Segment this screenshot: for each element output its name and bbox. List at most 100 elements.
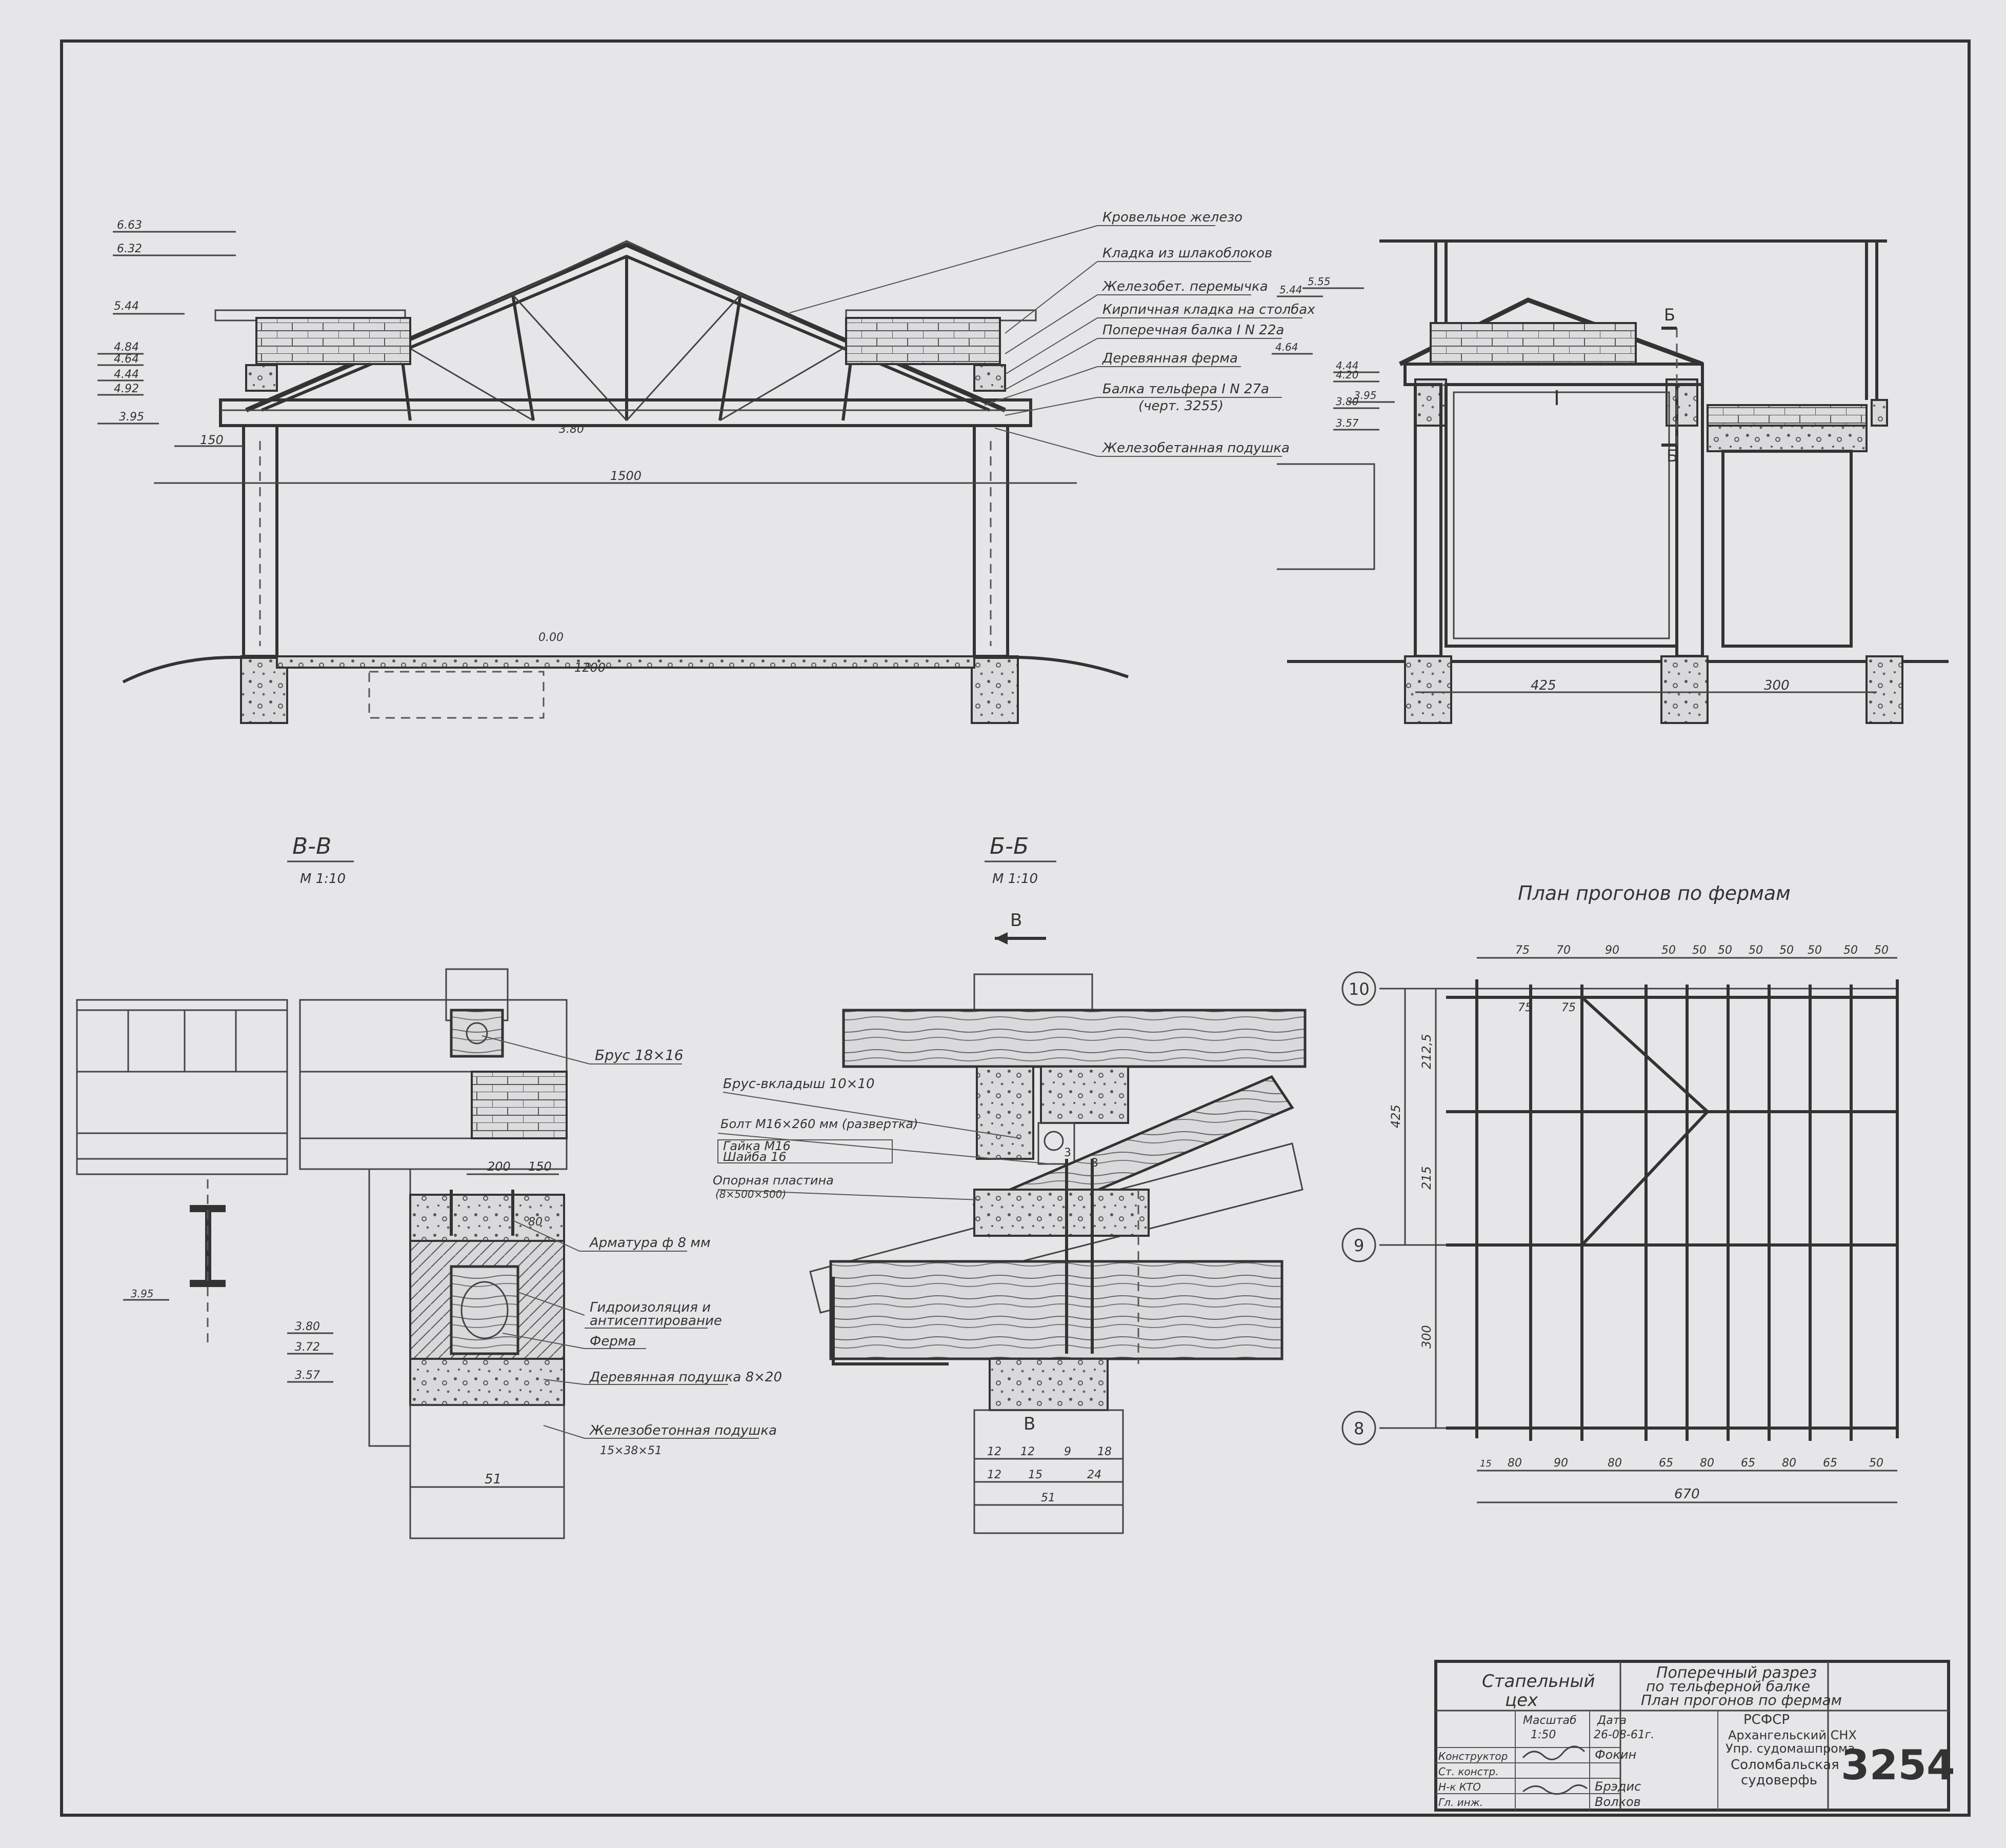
section-vv-title: В-В bbox=[292, 833, 331, 859]
bb-d1-9: 9 bbox=[1064, 1445, 1071, 1458]
pp-left-300: 300 bbox=[1419, 1325, 1434, 1349]
dim-1500: 1500 bbox=[610, 469, 641, 483]
tb-scale-value: 1:50 bbox=[1531, 1729, 1556, 1741]
tb-title-1: Поперечный разрез bbox=[1656, 1664, 1817, 1682]
side-level-3-80: 3.80 bbox=[1336, 395, 1359, 408]
callout-roof-iron: Кровельное железо bbox=[1102, 210, 1242, 225]
ibeam-mark: I bbox=[1554, 387, 1560, 410]
axis-10: 10 bbox=[1349, 979, 1370, 999]
bb-callout-washer: Шайба 16 bbox=[723, 1150, 787, 1164]
bb-callout-nut: Гайка М16 bbox=[723, 1139, 791, 1153]
section-bb-title: Б-Б bbox=[990, 833, 1029, 859]
tb-role-head: Н-к КТО bbox=[1438, 1781, 1481, 1793]
pp-top-90: 90 bbox=[1605, 944, 1619, 957]
pp-total-670: 670 bbox=[1674, 1487, 1700, 1502]
level-5-44: 5.44 bbox=[114, 300, 139, 313]
vv-callout-wood-pad: Деревянная подушка 8×20 bbox=[589, 1370, 782, 1385]
level-0-00: 0.00 bbox=[538, 631, 564, 644]
vv-dim-150: 150 bbox=[528, 1159, 552, 1174]
tb-org-yard-2: судоверфь bbox=[1741, 1773, 1817, 1788]
pp-top-50e: 50 bbox=[1779, 944, 1794, 957]
tb-sheet-number: 3254 bbox=[1841, 1741, 1955, 1789]
side-level-4-44: 4.44 bbox=[1336, 359, 1359, 372]
pp-top-50d: 50 bbox=[1749, 944, 1763, 957]
bb-callout-plate-size: (8×500×500) bbox=[715, 1188, 786, 1200]
vv-level-3-95: 3.95 bbox=[131, 1288, 154, 1300]
side-level-4-64: 4.64 bbox=[1275, 341, 1298, 353]
bb-d1-12b: 12 bbox=[1020, 1445, 1035, 1458]
pp-inner-75b: 75 bbox=[1561, 1001, 1576, 1014]
tb-title-2: по тельферной балке bbox=[1646, 1678, 1810, 1695]
pp-top-50h: 50 bbox=[1874, 944, 1889, 957]
vv-level-3-80: 3.80 bbox=[295, 1320, 320, 1333]
callout-brick-posts: Кирпичная кладка на столбах bbox=[1102, 302, 1315, 317]
dim-1200: 1200 bbox=[574, 660, 606, 675]
purlin-plan-title: План прогонов по фермам bbox=[1518, 882, 1791, 905]
side-level-5-44: 5.44 bbox=[1279, 284, 1302, 296]
tb-shop-1: Стапельный bbox=[1482, 1671, 1595, 1692]
bb-d1-18: 18 bbox=[1097, 1445, 1112, 1458]
side-level-3-57: 3.57 bbox=[1336, 417, 1359, 429]
vv-dim-51: 51 bbox=[485, 1472, 502, 1487]
pp-left-215: 215 bbox=[1419, 1166, 1434, 1190]
bb-d2-24: 24 bbox=[1087, 1469, 1101, 1481]
bb-mark-3a: 3 bbox=[1064, 1147, 1071, 1159]
roof-truss bbox=[214, 240, 1037, 427]
pp-top-70: 70 bbox=[1556, 944, 1571, 957]
vv-callout-truss: Ферма bbox=[590, 1334, 636, 1349]
pp-left-425: 425 bbox=[1389, 1104, 1403, 1128]
level-4-64: 4.64 bbox=[114, 353, 139, 366]
vv-callout-antiseptic: антисептирование bbox=[590, 1313, 722, 1329]
section-vv-scale: М 1:10 bbox=[300, 871, 346, 887]
callout-cross-beam: Поперечная балка I N 22а bbox=[1102, 323, 1284, 338]
callout-hoist-beam: Балка тельфера I N 27а bbox=[1102, 381, 1269, 397]
pp-inner-75a: 75 bbox=[1518, 1001, 1532, 1014]
main-cross-section: 6.63 6.32 5.44 4.84 4.64 4.44 4.92 3.95 bbox=[97, 210, 1315, 724]
tb-name-fokin: Фокин bbox=[1595, 1747, 1636, 1762]
vv-dim-80: 80 bbox=[528, 1216, 543, 1229]
pp-bot-15: 15 bbox=[1480, 1458, 1492, 1469]
tb-org-dept: Упр. судомашпрома bbox=[1726, 1741, 1855, 1756]
callout-drawing-ref: (черт. 3255) bbox=[1138, 398, 1223, 414]
tb-shop-2: цех bbox=[1505, 1690, 1538, 1711]
tb-title-3: План прогонов по фермам bbox=[1641, 1692, 1842, 1709]
pp-bot-50: 50 bbox=[1869, 1457, 1883, 1470]
purlin-plan: План прогонов по фермам 10 9 8 bbox=[1341, 882, 1899, 1503]
level-marks-left: 6.63 6.32 5.44 4.84 4.64 4.44 4.92 3.95 bbox=[97, 219, 236, 425]
vv-callout-rebar: Арматура ф 8 мм bbox=[589, 1235, 711, 1251]
tb-date-label: Дата bbox=[1597, 1714, 1627, 1727]
axis-8: 8 bbox=[1354, 1419, 1364, 1438]
columns bbox=[240, 424, 1019, 724]
bb-callout-insert: Брус-вкладыш 10×10 bbox=[723, 1076, 875, 1092]
tb-org-rsfsr: РСФСР bbox=[1743, 1712, 1790, 1728]
side-level-4-20: 4.20 bbox=[1336, 369, 1359, 381]
bb-callout-bolt: Болт М16×260 мм (развертка) bbox=[720, 1117, 918, 1131]
cut-v-bottom: В bbox=[1024, 1414, 1035, 1434]
axis-9: 9 bbox=[1354, 1236, 1364, 1255]
level-3-80: 3.80 bbox=[559, 423, 584, 436]
section-bb: Б-Б М 1:10 В В 3 3 12 12 bbox=[713, 833, 1307, 1534]
pp-top-50c: 50 bbox=[1718, 944, 1732, 957]
side-level-5-55: 5.55 bbox=[1308, 275, 1331, 288]
vv-callout-pad-size: 15×38×51 bbox=[600, 1444, 662, 1457]
pp-left-212: 212,5 bbox=[1419, 1034, 1434, 1069]
section-bb-scale: М 1:10 bbox=[992, 871, 1038, 887]
callout-slag-block: Кладка из шлакоблоков bbox=[1102, 246, 1272, 261]
dim-300: 300 bbox=[1764, 678, 1790, 693]
pp-bot-80b: 80 bbox=[1608, 1457, 1622, 1470]
callouts: Кровельное железо Кладка из шлакоблоков … bbox=[789, 210, 1315, 457]
level-6-32: 6.32 bbox=[117, 243, 142, 255]
pp-bot-80a: 80 bbox=[1508, 1457, 1522, 1470]
dim-150: 150 bbox=[200, 433, 224, 447]
level-4-92: 4.92 bbox=[114, 383, 139, 395]
signature-1 bbox=[1522, 1745, 1586, 1760]
level-3-95: 3.95 bbox=[119, 411, 144, 424]
vv-dim-200: 200 bbox=[487, 1159, 511, 1174]
vv-callout-rc-pad: Железобетонная подушка bbox=[589, 1423, 777, 1438]
tb-role-chief: Гл. инж. bbox=[1438, 1796, 1483, 1809]
pp-bot-65a: 65 bbox=[1659, 1457, 1673, 1470]
side-level-3-95: 3.95 bbox=[1354, 389, 1377, 401]
cut-b-bottom: Б bbox=[1667, 446, 1678, 466]
sheet-frame bbox=[60, 39, 1971, 1817]
